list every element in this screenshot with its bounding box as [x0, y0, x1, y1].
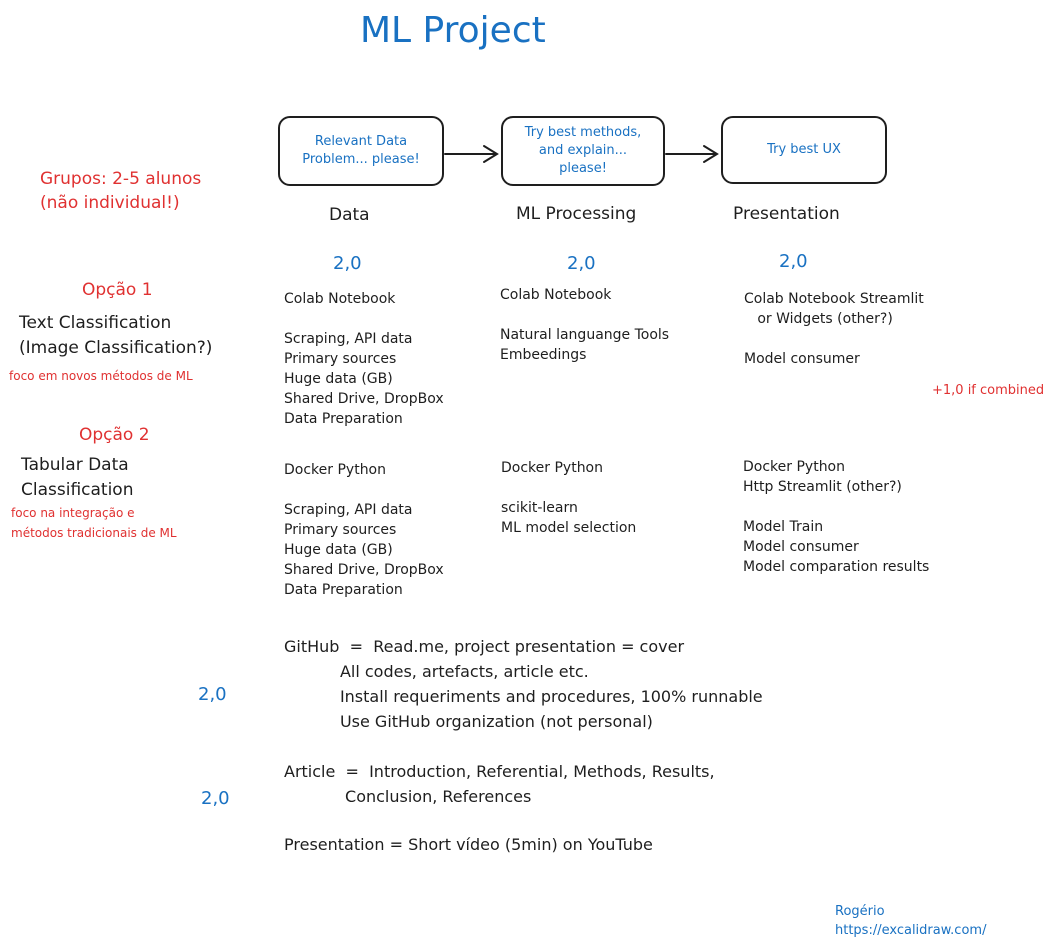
score-github: 2,0	[198, 684, 227, 705]
data-box-label: Relevant Data Problem... please!	[302, 134, 420, 167]
option1-name: Text Classification (Image Classificatio…	[19, 313, 213, 358]
option2-label: Opção 2	[79, 425, 150, 445]
header-presentation: Presentation	[733, 204, 840, 224]
option2-data-list: Docker Python Scraping, API data Primary…	[284, 462, 444, 598]
option1-processing-list: Colab Notebook Natural languange Tools E…	[500, 287, 670, 363]
presentation-box: Try best UX	[721, 116, 887, 184]
score-data: 2,0	[333, 253, 362, 274]
option2-processing-list: Docker Python scikit-learn ML model sele…	[501, 460, 637, 536]
processing-box: Try best methods, and explain... please!	[501, 116, 665, 186]
groups-note: Grupos: 2-5 alunos (não individual!)	[40, 169, 202, 213]
diagram-title: ML Project	[360, 10, 546, 51]
presentation-deliverable: Presentation = Short vídeo (5min) on You…	[284, 835, 653, 854]
score-presentation: 2,0	[779, 251, 808, 272]
score-article: 2,0	[201, 788, 230, 809]
author-credit: Rogério https://excalidraw.com/	[835, 904, 987, 938]
option1-focus: foco em novos métodos de ML	[9, 369, 193, 383]
score-processing: 2,0	[567, 253, 596, 274]
bonus-note: +1,0 if combined	[932, 383, 1045, 398]
header-data: Data	[329, 205, 370, 225]
option2-presentation-list: Docker Python Http Streamlit (other?) Mo…	[743, 459, 930, 575]
data-box: Relevant Data Problem... please!	[278, 116, 444, 186]
arrow-head-data-to-processing	[483, 145, 499, 163]
option1-label: Opção 1	[82, 280, 153, 300]
presentation-box-label: Try best UX	[767, 142, 841, 157]
option1-data-list: Colab Notebook Scraping, API data Primar…	[284, 291, 444, 427]
arrow-head-processing-to-presentation	[703, 145, 719, 163]
processing-box-label: Try best methods, and explain... please!	[524, 125, 642, 176]
option2-name: Tabular Data Classification	[21, 455, 134, 500]
option1-presentation-list: Colab Notebook Streamlit or Widgets (oth…	[744, 291, 924, 367]
header-processing: ML Processing	[516, 204, 637, 224]
github-deliverables: GitHub = Read.me, project presentation =…	[284, 637, 763, 731]
option2-focus: foco na integração e métodos tradicionai…	[11, 506, 177, 540]
article-deliverables: Article = Introduction, Referential, Met…	[284, 762, 715, 806]
